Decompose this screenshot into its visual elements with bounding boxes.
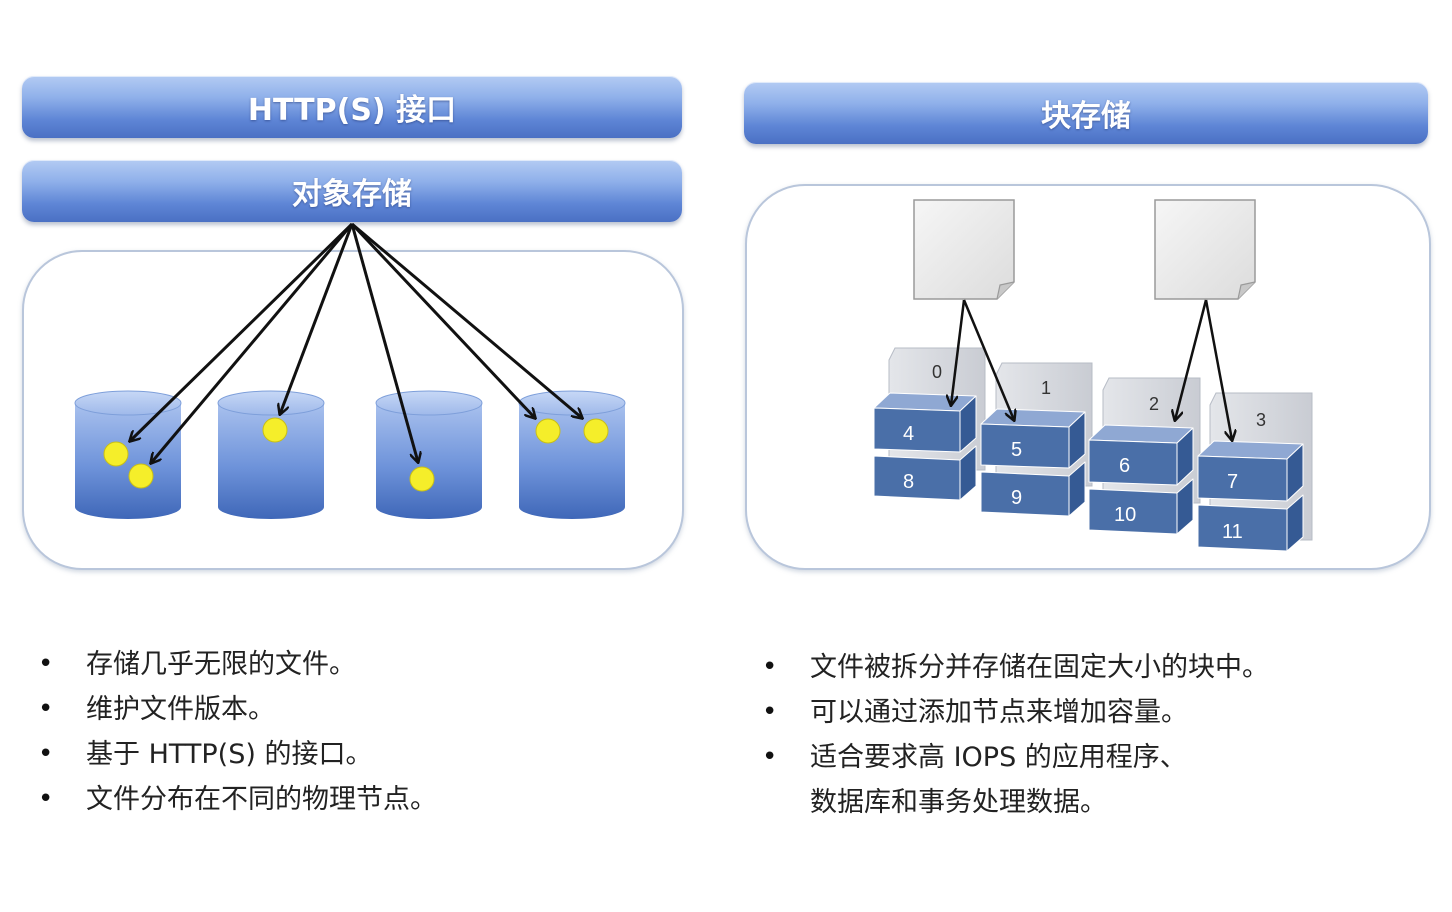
object-arrow [350, 223, 418, 462]
block-number: 9 [1011, 487, 1022, 509]
object-storage-bar: 对象存储 [22, 160, 682, 222]
block-number: 7 [1227, 471, 1238, 493]
file-document-1 [913, 199, 1015, 300]
feature-item: 文件被拆分并存储在固定大小的块中。 [762, 645, 1269, 690]
object-storage-label: 对象存储 [292, 177, 412, 212]
block-8: 8 [873, 445, 977, 501]
cylinder-3 [375, 390, 483, 519]
http-interface-bar: HTTP(S) 接口 [22, 76, 682, 138]
block-number: 11 [1222, 521, 1243, 543]
block-7: 7 [1197, 440, 1304, 502]
object-dot [535, 418, 561, 444]
feature-item: 可以通过添加节点来增加容量。 [762, 690, 1269, 735]
http-interface-label: HTTP(S) 接口 [247, 93, 457, 128]
block-11: 11 [1197, 494, 1304, 552]
file-document-2 [1154, 199, 1256, 300]
object-dot [262, 417, 288, 443]
feature-item: 适合要求高 IOPS 的应用程序、 [762, 735, 1269, 780]
object-arrow [130, 222, 354, 441]
cylinder-1 [74, 390, 182, 519]
block-6: 6 [1088, 424, 1194, 486]
block-number: 6 [1119, 455, 1130, 477]
feature-item: 基于 HTTP(S) 的接口。 [38, 732, 437, 777]
block-arrow [962, 299, 1014, 420]
feature-item: 存储几乎无限的文件。 [38, 642, 437, 687]
object-arrow [280, 223, 354, 414]
block-arrow [1175, 299, 1208, 420]
block-number: 5 [1011, 439, 1022, 461]
feature-item: 文件分布在不同的物理节点。 [38, 777, 437, 822]
cylinder-2 [217, 390, 325, 519]
object-storage-features: 存储几乎无限的文件。 维护文件版本。 基于 HTTP(S) 的接口。 文件分布在… [38, 642, 437, 822]
node-number: 2 [1149, 394, 1159, 414]
block-10: 10 [1088, 478, 1194, 535]
feature-item: 维护文件版本。 [38, 687, 437, 732]
object-dots [103, 417, 609, 492]
node-number: 0 [932, 362, 942, 382]
block-5: 5 [980, 408, 1086, 469]
object-arrow [151, 223, 354, 463]
blocks: 4 8 5 9 6 10 [873, 392, 1304, 552]
object-dot [128, 463, 154, 489]
object-arrows [130, 222, 582, 463]
block-number: 8 [903, 471, 914, 493]
object-dot [103, 441, 129, 467]
node-number: 3 [1256, 410, 1266, 430]
node-numbers: 0 1 2 3 [932, 362, 1266, 430]
block-number: 4 [903, 423, 914, 445]
block-arrows [951, 299, 1232, 440]
object-dot [583, 418, 609, 444]
block-storage-label: 块存储 [1041, 99, 1131, 134]
block-arrow [951, 299, 966, 405]
block-storage-bar: 块存储 [744, 82, 1428, 144]
block-9: 9 [980, 461, 1086, 517]
block-number: 10 [1114, 504, 1136, 526]
object-dot [409, 466, 435, 492]
block-storage-features: 文件被拆分并存储在固定大小的块中。 可以通过添加节点来增加容量。 适合要求高 I… [762, 645, 1269, 825]
object-arrow [350, 222, 535, 418]
block-arrow [1204, 299, 1232, 440]
node-number: 1 [1041, 378, 1051, 398]
object-arrow [351, 222, 582, 418]
feature-item-continued: 数据库和事务处理数据。 [810, 787, 1107, 818]
block-4: 4 [873, 392, 977, 453]
